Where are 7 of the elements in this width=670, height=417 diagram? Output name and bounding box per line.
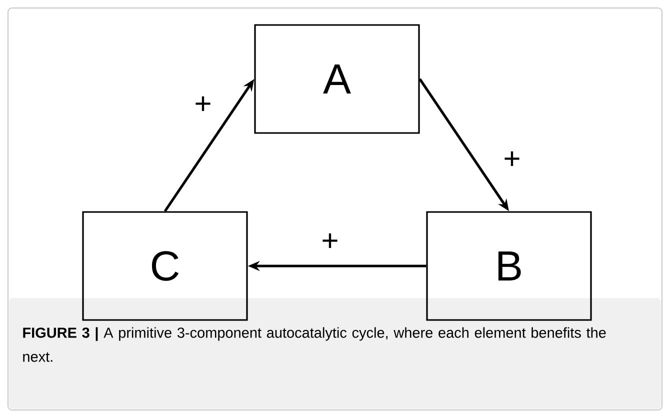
plus-sign: + bbox=[502, 150, 522, 170]
letter-box: B bbox=[426, 211, 592, 321]
figure-caption: FIGURE 3 | A primitive 3-component autocatalytic cycle, where each element benefits the next. bbox=[23, 327, 606, 362]
letter-box: C bbox=[82, 211, 248, 321]
plus-sign: + bbox=[320, 232, 340, 252]
plus-sign: + bbox=[193, 95, 213, 115]
letter-box: A bbox=[254, 24, 420, 134]
